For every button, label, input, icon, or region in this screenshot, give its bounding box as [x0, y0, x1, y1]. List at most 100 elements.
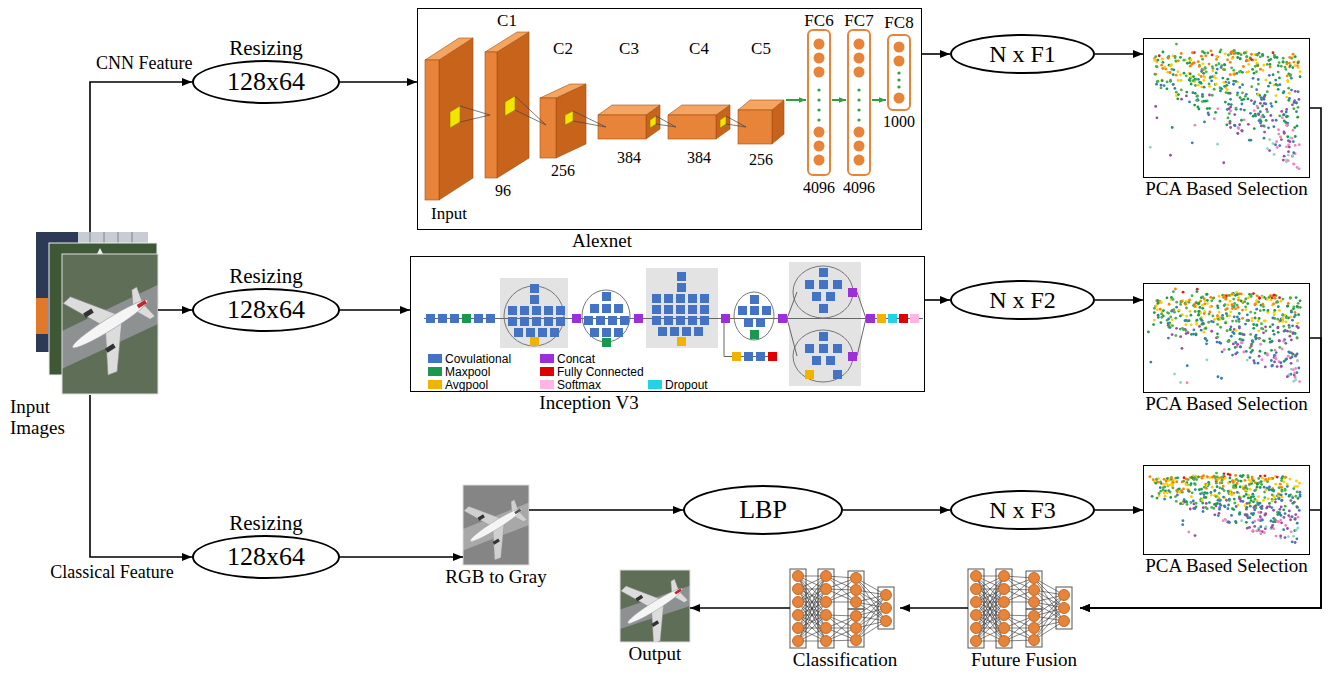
link-line	[424, 318, 923, 319]
scatter-dot	[1257, 495, 1260, 498]
layer-block	[756, 352, 765, 361]
connector-arrow	[340, 309, 410, 311]
layer-side	[439, 38, 473, 200]
scatter-dot	[1278, 339, 1281, 342]
scatter-dot	[1263, 98, 1266, 101]
scatter-dot	[1288, 326, 1291, 329]
scatter-dot	[1278, 486, 1281, 489]
scatter-dot	[1278, 61, 1281, 64]
scatter-dot	[1160, 316, 1163, 319]
scatter-dot	[1176, 490, 1179, 493]
plane-engine	[478, 514, 485, 520]
scatter-dot	[1291, 515, 1294, 518]
scatter-dot	[1290, 338, 1293, 341]
scatter-dot	[1276, 300, 1279, 303]
scatter-dot	[1234, 341, 1237, 344]
scatter-dot	[1155, 65, 1158, 68]
layer-block	[682, 327, 691, 336]
scatter-dot	[1207, 113, 1210, 116]
scatter-dot	[1285, 358, 1288, 361]
layer-block	[888, 314, 897, 323]
module-outline	[793, 266, 853, 318]
scatter-dot	[1231, 354, 1234, 357]
scatter-dot	[1295, 529, 1298, 532]
scatter-dot	[1278, 83, 1281, 86]
layer-top	[425, 38, 473, 60]
scatter-dot	[1190, 83, 1193, 86]
scatter-dot	[1284, 536, 1287, 539]
scatter-dot	[1275, 100, 1278, 103]
network-neuron	[999, 597, 1010, 608]
scatter-dot	[1223, 68, 1226, 71]
scatter-dot	[1245, 490, 1248, 493]
scatter-dot	[1244, 485, 1247, 488]
scatter-dot	[1171, 126, 1174, 129]
scatter-dot	[1229, 61, 1232, 64]
scatter-dot	[1280, 486, 1283, 489]
scatter-dot	[1201, 58, 1204, 61]
network-link	[798, 602, 826, 641]
scatter-dot	[1268, 74, 1271, 77]
scatter-dot	[1215, 472, 1218, 475]
scatter-dot	[1236, 491, 1239, 494]
scatter-dot	[1252, 327, 1255, 330]
scatter-dot	[1233, 124, 1236, 127]
scatter-dot	[1218, 506, 1221, 509]
scatter-dot	[1276, 146, 1279, 149]
scatter-dot	[1292, 151, 1295, 154]
scatter-dot	[1174, 55, 1177, 58]
network-neuron	[793, 636, 804, 647]
scatter-dot	[1289, 330, 1292, 333]
scatter-dot	[1225, 91, 1228, 94]
scatter-dot	[1222, 317, 1225, 320]
scatter-dot	[1210, 506, 1213, 509]
scatter-dot	[1251, 521, 1254, 524]
scatter-dot	[1167, 57, 1170, 60]
scatter-dot	[1239, 498, 1242, 501]
scatter-dot	[1296, 490, 1299, 493]
scatter-dot	[1263, 340, 1266, 343]
scatter-dot	[1173, 373, 1176, 376]
scatter-dot	[1176, 476, 1179, 479]
scatter-dot	[1286, 527, 1289, 530]
scatter-dot	[1252, 323, 1255, 326]
scatter-dot	[1192, 333, 1195, 336]
layer-block	[652, 294, 661, 303]
layer-block	[550, 328, 559, 337]
scatter-dot	[1186, 62, 1189, 65]
scatter-dot	[1202, 506, 1205, 509]
scatter-dot	[1153, 311, 1156, 314]
scatter-dot	[1230, 325, 1233, 328]
scatter-dot	[1155, 299, 1158, 302]
scatter-dot	[1259, 350, 1262, 353]
scatter-dot	[1236, 316, 1239, 319]
scatter-dot	[1262, 331, 1265, 334]
scatter-dot	[1268, 502, 1271, 505]
plane-engine	[651, 620, 659, 627]
scatter-dot	[1281, 320, 1284, 323]
layer-block	[590, 328, 599, 337]
scatter-dot	[1247, 474, 1250, 477]
scatter-dot	[1181, 523, 1184, 526]
scatter-dot	[1228, 499, 1231, 502]
scatter-dot	[1223, 304, 1226, 307]
scatter-dot	[1237, 306, 1240, 309]
scatter-dot	[1153, 319, 1156, 322]
scatter-dot	[1175, 301, 1178, 304]
scatter-dot	[1174, 288, 1177, 291]
fc-dot	[817, 108, 820, 111]
scatter-dot	[1253, 102, 1256, 105]
layer-block	[664, 294, 673, 303]
scatter-dot	[1257, 78, 1260, 81]
scatter-dot	[1279, 361, 1282, 364]
module-background	[500, 278, 568, 348]
scatter-dot	[1162, 488, 1165, 491]
scatter-dot	[1288, 62, 1291, 65]
scatter-dot	[1162, 61, 1165, 64]
scatter-dot	[1252, 77, 1255, 80]
scatter-dot	[1232, 298, 1235, 301]
scatter-dot	[1231, 57, 1234, 60]
scatter-dot	[1205, 487, 1208, 490]
scatter-dot	[1167, 318, 1170, 321]
network-neuron	[971, 623, 982, 634]
